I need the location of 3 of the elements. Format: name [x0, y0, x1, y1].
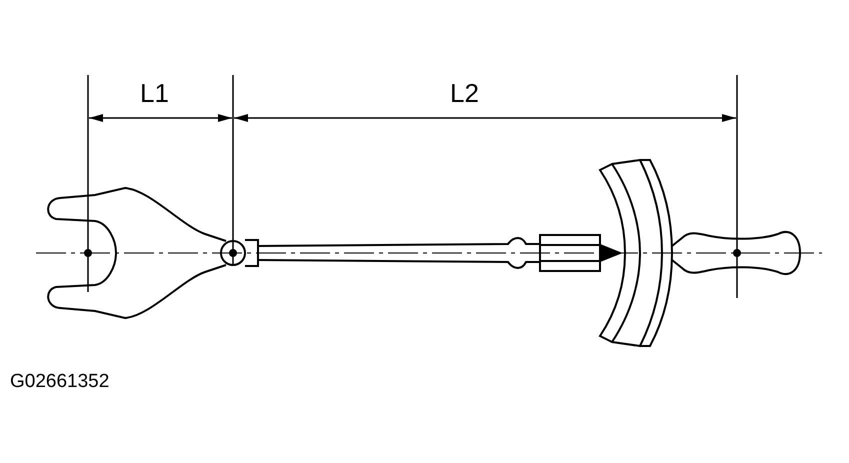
figure-code: G02661352 — [10, 372, 110, 391]
dimension-label: L1 — [140, 80, 169, 106]
dimension-label: L2 — [450, 80, 479, 106]
